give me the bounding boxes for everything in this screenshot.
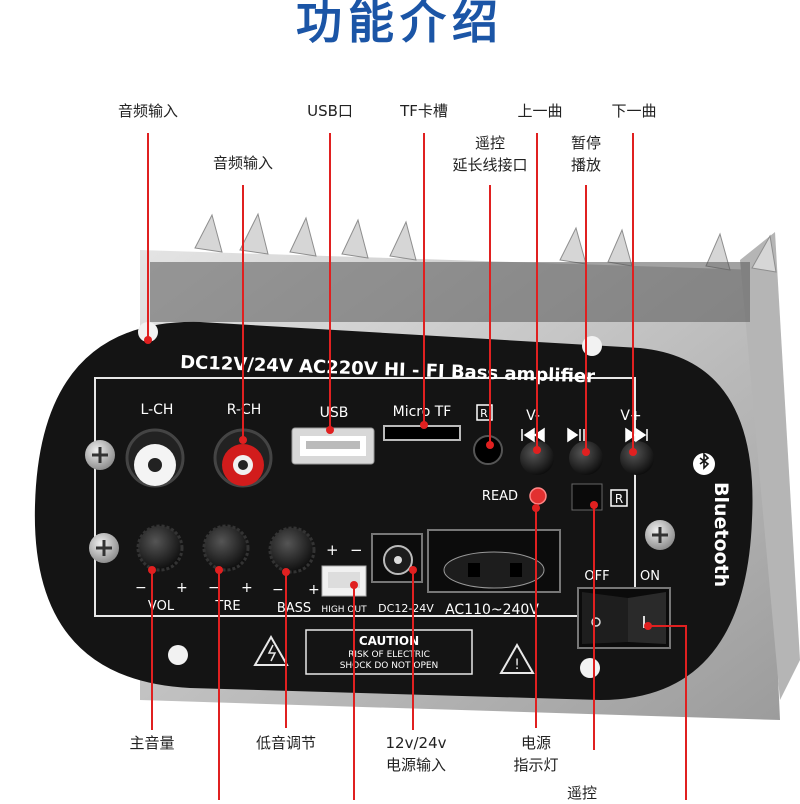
usb-port [291, 427, 375, 465]
caution-line-2: SHOCK DO NOT OPEN [340, 661, 439, 671]
caution-title: CAUTION [359, 634, 419, 648]
screw-icon [645, 520, 675, 550]
tf-label: Micro TF [393, 404, 452, 420]
play-pause-button [569, 441, 603, 475]
power-led [529, 487, 547, 505]
panel-frame [94, 377, 636, 617]
volume-knob [136, 524, 184, 572]
callout-bass: 低音调节 [255, 734, 317, 752]
read-label: READ [482, 489, 518, 504]
callout-audio-in-2: 音频输入 [212, 154, 274, 172]
vplus-label: V+ [620, 408, 641, 424]
tre-minus: − [208, 580, 220, 596]
next-button [620, 441, 654, 475]
bass-minus: − [272, 582, 284, 598]
tre-label: TRE [214, 599, 240, 614]
svg-text:R: R [615, 492, 623, 506]
rca-jack-left [125, 428, 185, 488]
caution-box [305, 629, 473, 675]
callout-power-led: 电源 指示灯 [513, 734, 559, 774]
warning-icon [499, 642, 535, 674]
remote-r-icon [610, 489, 628, 507]
bass-knob [268, 526, 316, 574]
callout-remote-ext: 遥控 延长线接口 [452, 134, 528, 174]
page-title: 功能介绍 [296, 0, 504, 49]
lch-label: L-CH [141, 402, 174, 418]
callout-audio-in-1: 音频输入 [117, 102, 179, 120]
on-label: ON [640, 569, 660, 584]
callout-remote: 遥控 [566, 784, 598, 802]
screw-icon [89, 533, 119, 563]
callout-power-in: 12v/24v 电源输入 [385, 734, 447, 774]
off-label: OFF [584, 569, 609, 584]
pointer-lines [147, 133, 687, 800]
tre-plus: + [241, 580, 253, 596]
callout-tf: TF卡槽 [400, 102, 448, 120]
next-icon [625, 427, 648, 443]
prev-icon [521, 427, 545, 443]
warning-icon [253, 634, 289, 666]
high-out-label: HIGH OUT [321, 605, 367, 615]
remote-extension-jack [473, 435, 503, 465]
callout-next: 下一曲 [611, 102, 657, 120]
vol-label: VOL [148, 599, 175, 614]
caution-line-1: RISK OF ELECTRIC [348, 650, 430, 660]
front-panel [34, 321, 753, 700]
callout-master-vol: 主音量 [129, 734, 175, 752]
svg-text:!: ! [514, 657, 520, 673]
treble-knob [202, 524, 250, 572]
high-out-plus: + [326, 541, 339, 559]
high-out-minus: − [350, 541, 363, 559]
bluetooth-label: Bluetooth [710, 482, 732, 587]
vol-minus: − [135, 580, 147, 596]
ac-label: AC110~240V [445, 602, 539, 618]
bass-label: BASS [277, 601, 311, 616]
mount-hole [580, 658, 600, 678]
play-pause-icon [567, 427, 585, 443]
callout-pause: 暂停 播放 [570, 134, 602, 174]
bass-plus: + [308, 582, 320, 598]
svg-text:R: R [480, 407, 488, 420]
callout-prev: 上一曲 [517, 102, 563, 120]
prev-button [520, 441, 554, 475]
pointer-dots [144, 336, 652, 630]
usb-label: USB [320, 405, 349, 421]
screw-icon [85, 440, 115, 470]
remote-ext-r-icon [476, 404, 493, 421]
callout-usb: USB口 [307, 102, 353, 120]
vol-plus: + [176, 580, 188, 596]
dc-label: DC12-24V [378, 602, 434, 615]
mount-hole [168, 645, 188, 665]
rca-jack-right [213, 428, 273, 488]
